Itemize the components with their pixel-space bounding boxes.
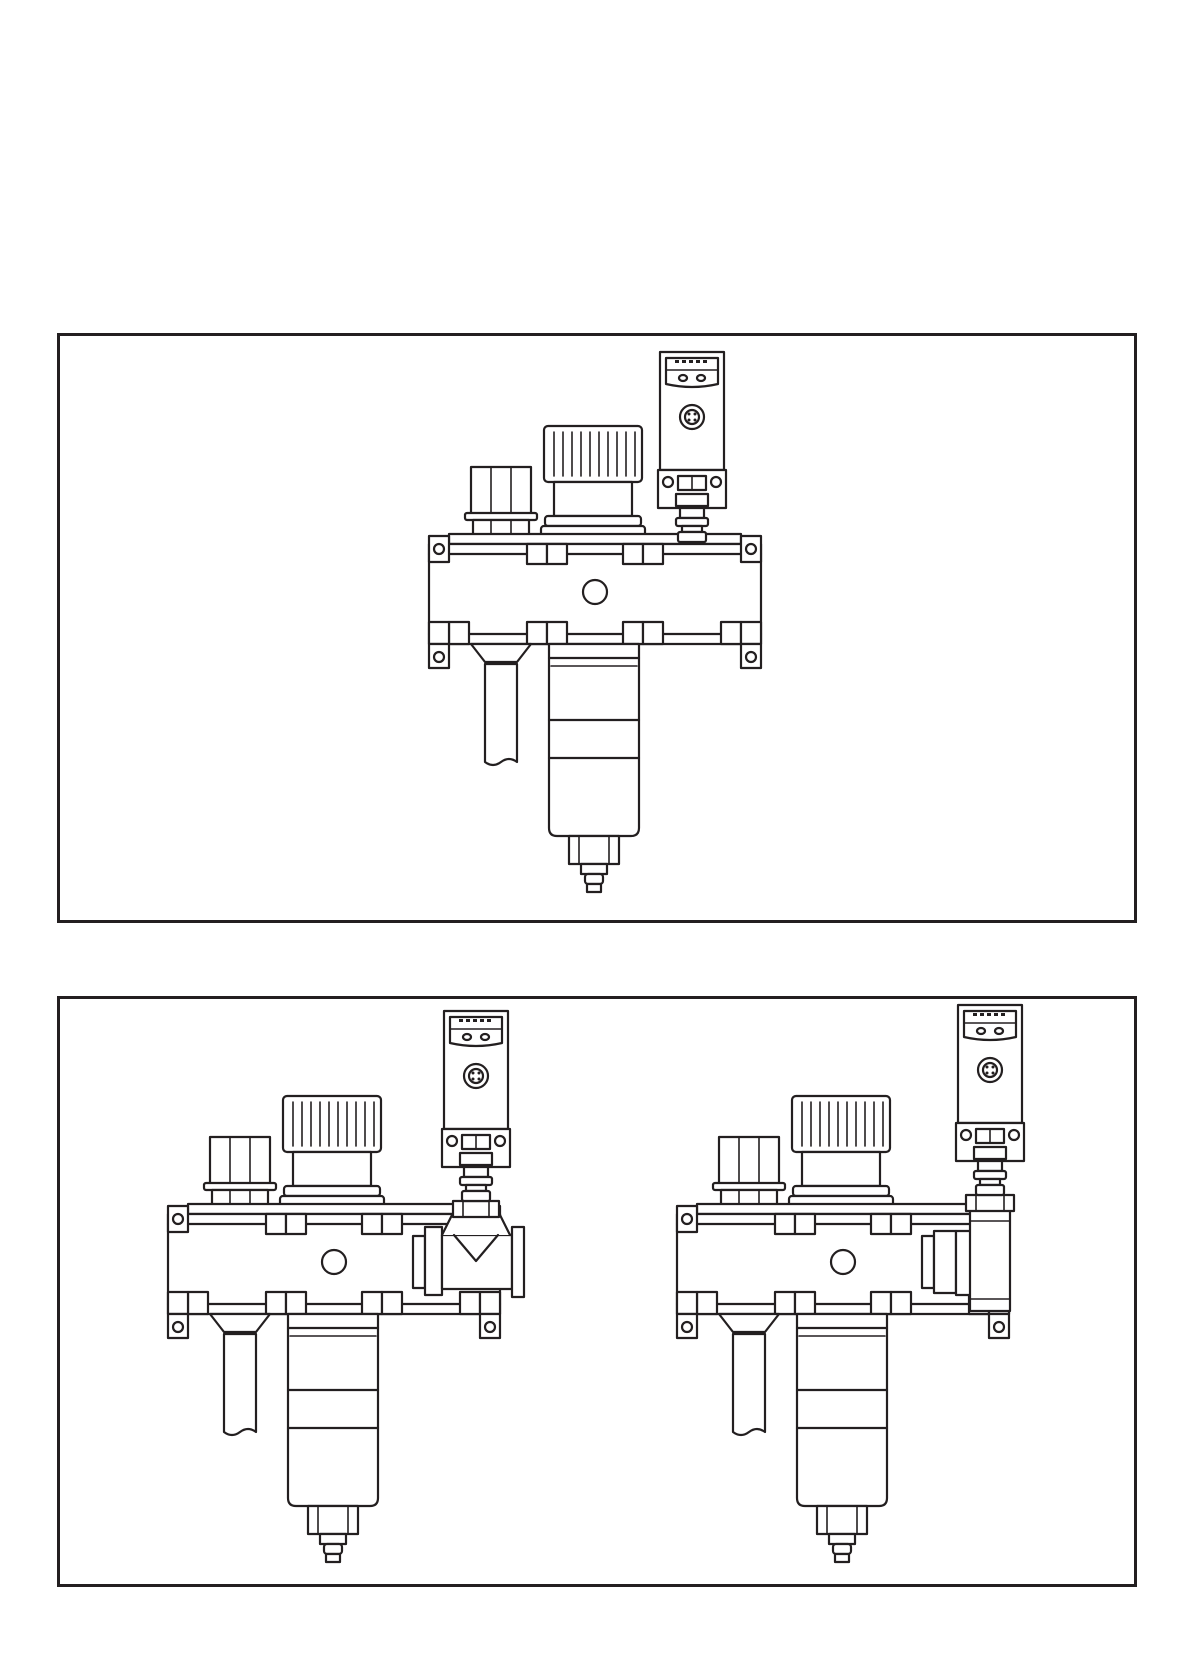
diagram-panel-bottom [57, 996, 1137, 1587]
pressure-sensor [658, 352, 726, 542]
adapter-variants-diagram [60, 999, 1140, 1590]
diagram-panel-top [57, 333, 1137, 923]
filter-regulator-unit-right [677, 1096, 1009, 1562]
filter-regulator-with-sensor-diagram [60, 336, 1140, 926]
pressure-sensor-right [956, 1005, 1024, 1195]
pressure-sensor-left [442, 1011, 510, 1201]
